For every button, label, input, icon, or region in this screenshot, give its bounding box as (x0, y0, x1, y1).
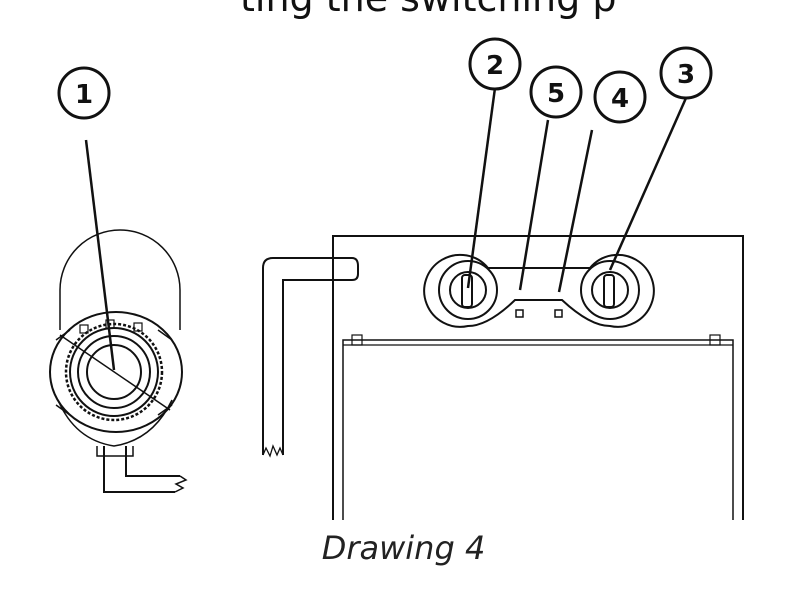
callout-4: 4 (593, 70, 647, 124)
callout-2-label: 2 (486, 51, 504, 81)
callout-4-label: 4 (611, 84, 629, 114)
callout-1: 1 (57, 66, 111, 120)
callout-3-label: 3 (677, 60, 695, 90)
callout-1-label: 1 (75, 80, 93, 110)
callout-5: 5 (529, 65, 583, 119)
drawing-caption: Drawing 4 (321, 529, 486, 567)
callout-5-label: 5 (547, 79, 565, 109)
gas-tap-fitting (48, 229, 188, 493)
callout-leaders (84, 87, 688, 371)
callout-2: 2 (468, 37, 522, 91)
cropped-instruction-text: ting the switching p (240, 0, 760, 27)
boiler-panel (262, 235, 744, 520)
callout-3: 3 (659, 46, 713, 100)
